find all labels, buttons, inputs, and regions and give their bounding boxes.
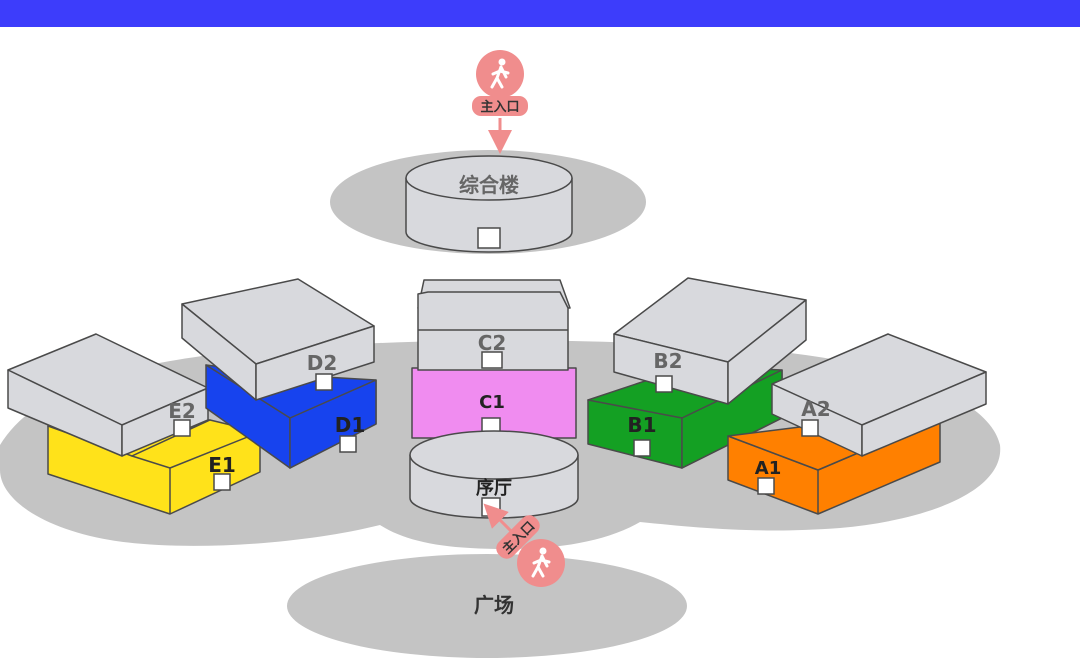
plaza-label: 广场 [474, 593, 514, 617]
b1-label: B1 [627, 413, 656, 437]
complex-label: 综合楼 [459, 173, 519, 197]
lobby-label: 序厅 [476, 477, 512, 499]
pedestrian-icon [490, 58, 510, 89]
b2-label: B2 [653, 349, 682, 373]
main-entrance-marker: 主入口 [472, 50, 528, 154]
c2-label: C2 [478, 331, 507, 355]
a1-label: A1 [755, 458, 781, 479]
a2-label: A2 [801, 397, 830, 421]
e1-label: E1 [208, 453, 236, 477]
building-d2: D2 [181, 278, 375, 401]
building-c2: C2 [417, 279, 571, 371]
pedestrian-icon [531, 547, 551, 578]
building-lobby: 序厅 [409, 430, 579, 519]
d1-label: D1 [335, 413, 366, 437]
top-bar [0, 0, 1080, 27]
e2-label: E2 [168, 399, 196, 423]
building-complex: 综合楼 [405, 155, 573, 253]
building-a2: A2 [771, 333, 987, 457]
building-b2: B2 [613, 277, 807, 405]
building-c1: C1 [411, 367, 577, 439]
d2-label: D2 [307, 351, 338, 375]
c1-label: C1 [479, 392, 505, 413]
main-entrance-label: 主入口 [480, 99, 519, 115]
